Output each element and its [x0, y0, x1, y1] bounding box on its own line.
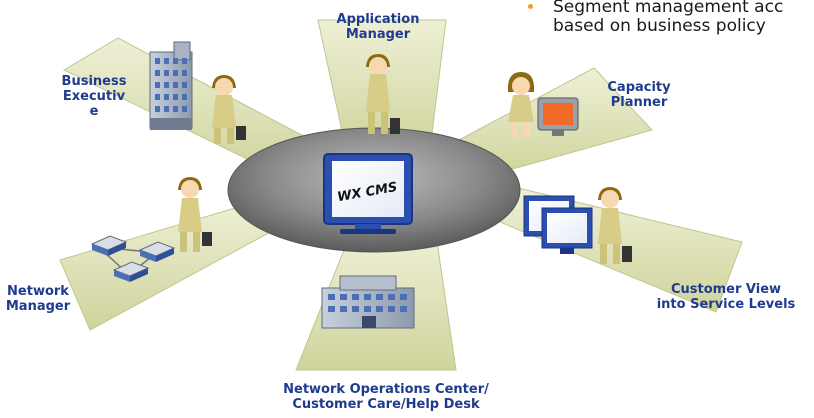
office-tower-icon — [149, 41, 193, 130]
bullet-line-2: based on business policy — [553, 16, 766, 36]
router-icon — [112, 261, 150, 282]
router-icon — [138, 241, 176, 262]
person-application-manager-icon — [366, 54, 400, 134]
hub: WX CMS — [227, 127, 521, 253]
noc-building-icon — [321, 275, 415, 329]
briefcase-icon — [236, 126, 246, 140]
person-network-manager-icon — [178, 177, 212, 252]
dual-monitors-icon — [523, 195, 593, 254]
person-capacity-planner-icon — [508, 72, 534, 138]
briefcase-icon — [202, 232, 212, 246]
platform-network-manager — [59, 199, 275, 331]
network-devices-icon — [90, 235, 176, 282]
bullet-marker-icon — [528, 4, 533, 9]
label-network-manager: Network Manager — [5, 284, 71, 314]
briefcase-icon — [622, 246, 632, 262]
crt-monitor-icon — [537, 97, 579, 136]
router-icon — [90, 235, 128, 256]
person-business-executive-icon — [212, 75, 246, 144]
label-capacity-planner: Capacity Planner — [607, 80, 671, 110]
wx-cms-monitor-icon — [323, 153, 413, 234]
person-customer-view-icon — [598, 187, 632, 264]
label-noc: Network Operations Center/ Customer Care… — [283, 382, 489, 412]
bullet-line-1: Segment management acc — [553, 0, 784, 17]
label-business-executive: Business Executiv e — [61, 74, 127, 119]
label-application-manager: Application Manager — [336, 12, 420, 42]
briefcase-icon — [390, 118, 400, 134]
label-customer-view: Customer View into Service Levels — [656, 282, 796, 312]
